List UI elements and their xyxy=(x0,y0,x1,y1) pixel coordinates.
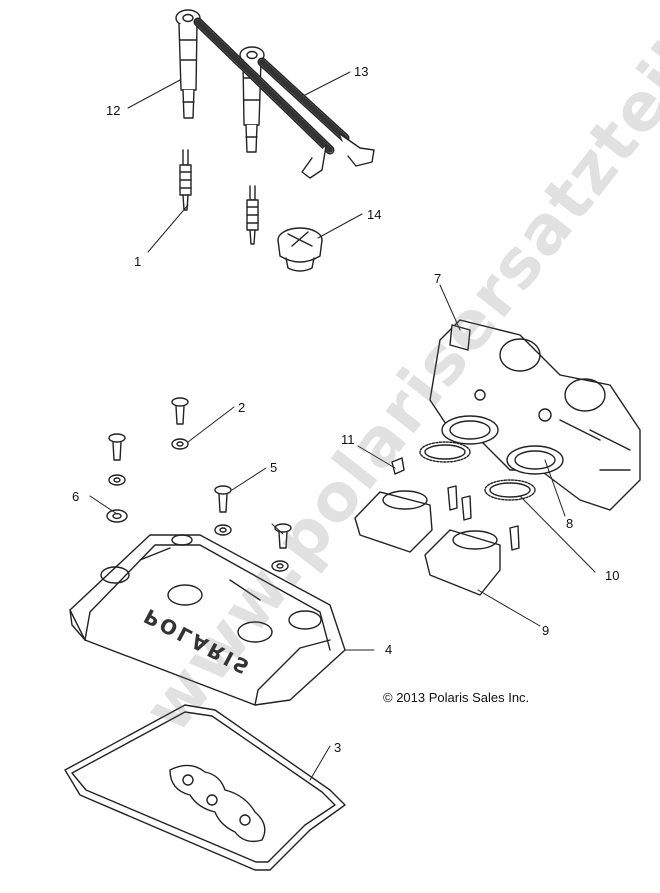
hose-clamps xyxy=(419,441,536,501)
callout-1: 1 xyxy=(134,254,142,269)
callout-6: 6 xyxy=(72,489,80,504)
leader-lines xyxy=(89,71,596,781)
intake-boots xyxy=(354,490,501,596)
oil-filler-cap xyxy=(277,227,323,272)
callout-3: 3 xyxy=(334,740,342,755)
callout-2: 2 xyxy=(238,400,246,415)
copyright-notice: © 2013 Polaris Sales Inc. xyxy=(383,690,530,705)
callout-12: 12 xyxy=(106,103,121,118)
callout-4: 4 xyxy=(385,642,393,657)
callout-10: 10 xyxy=(605,568,620,583)
valve-cover xyxy=(69,534,346,706)
ignition-coil-assembly xyxy=(175,9,375,179)
valve-cover-gasket xyxy=(64,704,346,871)
callout-9: 9 xyxy=(542,623,550,638)
spark-plugs xyxy=(179,149,259,245)
callout-7: 7 xyxy=(434,271,442,286)
callout-11: 11 xyxy=(341,432,355,447)
callout-14: 14 xyxy=(367,207,382,222)
callout-13: 13 xyxy=(354,64,369,79)
callout-8: 8 xyxy=(566,516,574,531)
throttle-body xyxy=(429,319,641,511)
intake-screws xyxy=(391,457,520,551)
callout-5: 5 xyxy=(270,460,278,475)
